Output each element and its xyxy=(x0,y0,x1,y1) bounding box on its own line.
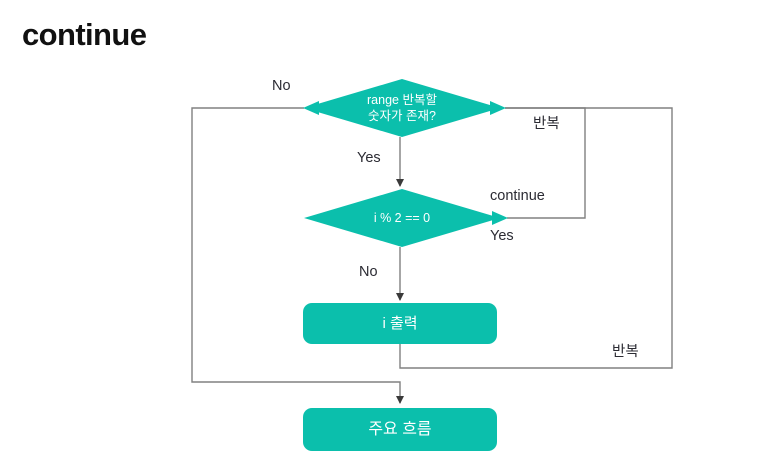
process-node-print-label: i 출력 xyxy=(382,314,418,332)
diamond-shape xyxy=(304,79,500,137)
edge-label-yes-mid: Yes xyxy=(490,228,514,244)
arrowhead-into-even-right xyxy=(492,211,508,225)
decision-node-range-loop-label: range 반복할 숫자가 존재? xyxy=(367,92,437,124)
edge-label-continue: continue xyxy=(490,188,545,204)
process-node-main-flow-label: 주요 흐름 xyxy=(368,420,432,438)
diamond-shape xyxy=(304,189,500,247)
process-node-print[interactable]: i 출력 xyxy=(303,303,497,344)
edge-label-yes-top: Yes xyxy=(357,150,381,166)
edge-label-repeat-top: 반복 xyxy=(533,116,560,132)
process-node-main-flow[interactable]: 주요 흐름 xyxy=(303,408,497,451)
edge-label-no-mid: No xyxy=(359,264,378,280)
decision-node-even-check-label: i % 2 == 0 xyxy=(373,210,431,225)
decision-node-even-check[interactable]: i % 2 == 0 xyxy=(304,189,500,247)
edge-repeat-loop xyxy=(399,107,673,369)
edge-no-to-main xyxy=(191,107,404,404)
page-title: continue xyxy=(22,17,147,52)
edge-label-no-top: No xyxy=(272,78,291,94)
decision-node-range-loop[interactable]: range 반복할 숫자가 존재? xyxy=(304,79,500,137)
edge-label-repeat-bottom: 반복 xyxy=(612,344,639,360)
